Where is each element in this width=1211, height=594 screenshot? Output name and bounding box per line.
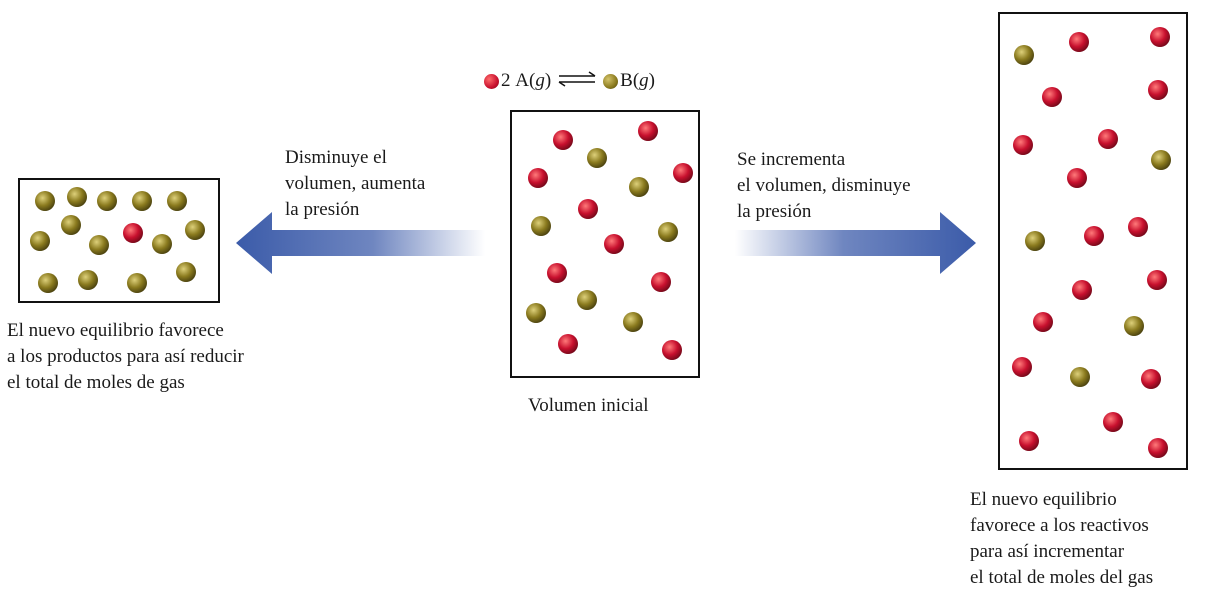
particle-b-left [30, 231, 50, 251]
particle-a-center [547, 263, 567, 283]
left-arrow-label-line: la presión [285, 199, 360, 220]
particle-a-center [651, 272, 671, 292]
particle-b-left [38, 273, 58, 293]
particle-b-left [167, 191, 187, 211]
particle-b-right [1124, 316, 1144, 336]
left-caption-line: El nuevo equilibrio favorece [7, 320, 224, 341]
particle-b-left [61, 215, 81, 235]
particle-a-right [1148, 438, 1168, 458]
particle-a-center [673, 163, 693, 183]
particle-a-right [1067, 168, 1087, 188]
particle-a-right [1072, 280, 1092, 300]
particle-b-center [658, 222, 678, 242]
product-state: g [639, 70, 649, 91]
left-arrow-label-line: Disminuye el [285, 147, 387, 168]
particle-a-center [553, 130, 573, 150]
particle-b-center [623, 312, 643, 332]
particle-b-left [132, 191, 152, 211]
particle-b-right [1014, 45, 1034, 65]
particle-b-left [127, 273, 147, 293]
particle-b-center [526, 303, 546, 323]
particle-b-center [629, 177, 649, 197]
right-caption-line: El nuevo equilibrio [970, 489, 1117, 510]
particle-b-left [176, 262, 196, 282]
particle-b-center [577, 290, 597, 310]
right-caption-line: para así incrementar [970, 541, 1125, 562]
particle-a-right [1150, 27, 1170, 47]
particle-b-left [78, 270, 98, 290]
particle-a-right [1141, 369, 1161, 389]
particle-a-icon [484, 73, 499, 89]
particle-b-left [97, 191, 117, 211]
right-arrow-label: Se incrementa el volumen, disminuye la p… [737, 147, 911, 225]
reactant-species: A [515, 70, 529, 91]
right-arrow-icon [735, 212, 976, 274]
particle-a-center [662, 340, 682, 360]
left-caption: El nuevo equilibrio favorece a los produ… [7, 318, 244, 396]
right-arrow-label-line: el volumen, disminuye [737, 175, 911, 196]
particle-a-center [604, 234, 624, 254]
reaction-equation: 2 A(g) B(g) [484, 70, 655, 92]
particle-a-right [1013, 135, 1033, 155]
equilibrium-arrow-icon [557, 70, 597, 92]
left-caption-line: el total de moles de gas [7, 372, 185, 393]
particle-b-left [185, 220, 205, 240]
particle-a-right [1033, 312, 1053, 332]
particle-b-right [1151, 150, 1171, 170]
product-species: B [620, 70, 633, 91]
particle-b-left [67, 187, 87, 207]
particle-a-center [528, 168, 548, 188]
right-arrow-label-line: Se incrementa [737, 149, 846, 170]
left-arrow-label-line: volumen, aumenta [285, 173, 426, 194]
particle-b-left [35, 191, 55, 211]
right-caption: El nuevo equilibrio favorece a los react… [970, 487, 1153, 591]
particle-a-right [1148, 80, 1168, 100]
left-arrow-label: Disminuye el volumen, aumenta la presión [285, 145, 425, 223]
particle-b-center [587, 148, 607, 168]
particle-a-right [1103, 412, 1123, 432]
center-caption: Volumen inicial [528, 395, 649, 416]
right-arrow-label-line: la presión [737, 201, 812, 222]
particle-a-center [578, 199, 598, 219]
right-caption-line: favorece a los reactivos [970, 515, 1149, 536]
particle-b-center [531, 216, 551, 236]
particle-a-center [638, 121, 658, 141]
particle-a-right [1098, 129, 1118, 149]
particle-a-right [1012, 357, 1032, 377]
particle-a-right [1084, 226, 1104, 246]
particle-a-right [1128, 217, 1148, 237]
right-caption-line: el total de moles del gas [970, 567, 1154, 588]
particles-layer [30, 27, 1171, 458]
particle-b-right [1025, 231, 1045, 251]
particle-a-center [558, 334, 578, 354]
left-caption-line: a los productos para así reducir [7, 346, 244, 367]
left-arrow-icon [236, 212, 485, 274]
particle-b-left [152, 234, 172, 254]
particle-a-right [1069, 32, 1089, 52]
particle-a-left [123, 223, 143, 243]
particle-b-icon [603, 73, 619, 89]
particle-a-right [1147, 270, 1167, 290]
reactant-coef: 2 [501, 70, 511, 91]
particle-a-right [1019, 431, 1039, 451]
reactant-state: g [535, 70, 545, 91]
particle-b-left [89, 235, 109, 255]
particle-a-right [1042, 87, 1062, 107]
particle-b-right [1070, 367, 1090, 387]
